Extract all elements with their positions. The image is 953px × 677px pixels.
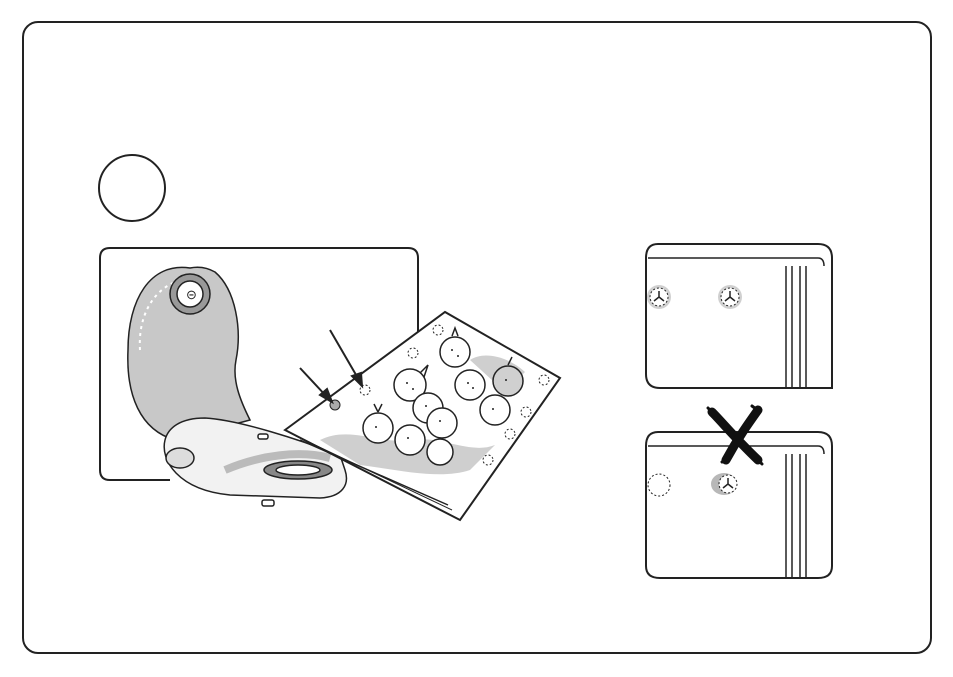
strawberry — [427, 408, 457, 438]
valve-icon — [647, 285, 671, 309]
strawberry — [480, 395, 510, 425]
strawberry — [427, 439, 453, 465]
valve-icon — [718, 285, 742, 309]
arrow-to-valve-1 — [330, 330, 359, 380]
valve-panel-wrong — [646, 406, 832, 578]
strawberry — [395, 425, 425, 455]
valve-panel-correct — [646, 244, 832, 388]
power-icon: ⊝ — [186, 287, 197, 302]
valve-icon-misaligned — [711, 473, 737, 495]
vacuum-sealer-illustration: ⊝ — [128, 267, 347, 506]
strawberry — [455, 370, 485, 400]
